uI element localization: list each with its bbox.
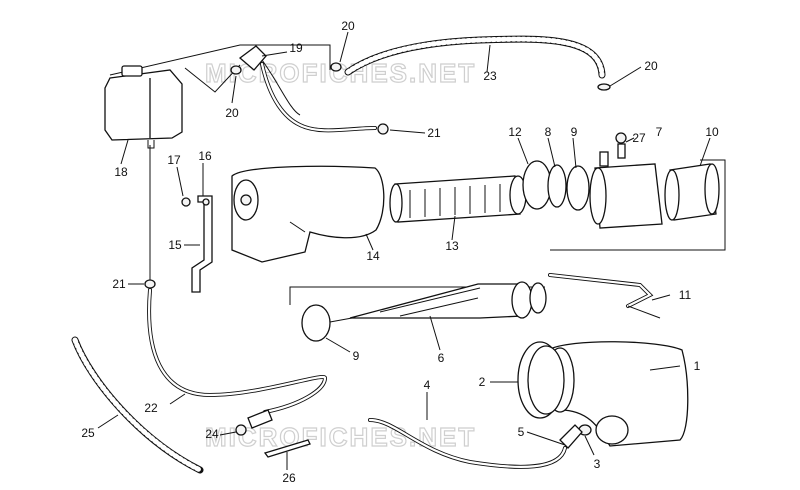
callout-9-upper: 9	[571, 125, 578, 139]
callout-22: 22	[144, 401, 158, 415]
callout-15: 15	[168, 238, 182, 252]
mounting-bracket	[191, 195, 213, 293]
overflow-hose	[71, 336, 204, 474]
screen-filter	[329, 281, 547, 323]
support-rod	[548, 273, 661, 319]
watermark-bottom: MICROFICHES.NET	[205, 422, 476, 452]
cable-strap	[263, 439, 311, 458]
callout-20-upper: 20	[341, 19, 355, 33]
callout-6: 6	[438, 351, 445, 365]
drain-tube	[368, 418, 567, 469]
callout-7: 7	[656, 125, 663, 139]
callout-2: 2	[479, 375, 486, 389]
air-filter-element	[389, 175, 527, 223]
mounting-washer	[202, 198, 210, 206]
callout-11: 11	[679, 288, 692, 302]
breather-hose	[344, 35, 606, 79]
filter-seal-ring	[522, 160, 552, 210]
filter-o-ring-lower	[301, 304, 331, 342]
hose-clamp-band	[517, 341, 565, 419]
callout-19: 19	[289, 41, 303, 55]
tube-connector	[235, 409, 273, 436]
callout-12: 12	[508, 125, 522, 139]
callout-4: 4	[424, 378, 431, 392]
callout-20-left: 20	[225, 106, 239, 120]
callout-21-lower: 21	[112, 277, 126, 291]
callout-24: 24	[205, 427, 219, 441]
assembly-outline-right	[550, 159, 726, 251]
callout-9-lower: 9	[353, 349, 360, 363]
callout-8: 8	[545, 125, 552, 139]
callout-5: 5	[518, 425, 525, 439]
hose-clamp-right	[597, 83, 611, 91]
callout-21-upper: 21	[427, 126, 441, 140]
callout-26: 26	[282, 471, 296, 485]
airbox-housing	[231, 165, 385, 263]
hose-clamp-upper	[330, 62, 342, 72]
mounting-nut	[181, 197, 191, 207]
filter-gasket	[547, 164, 567, 208]
callout-27: 27	[632, 131, 646, 145]
callout-18: 18	[114, 165, 128, 179]
callout-16: 16	[198, 149, 212, 163]
assembly-outline-top	[109, 44, 331, 76]
filter-o-ring-upper	[566, 165, 590, 211]
assembly-outline-lower	[289, 286, 545, 305]
reservoir-drain-tube	[147, 288, 328, 414]
callout-25: 25	[81, 426, 95, 440]
callout-20-right: 20	[644, 59, 658, 73]
hose-clip-upper	[377, 123, 389, 135]
hose-clamp-left	[230, 65, 242, 75]
drain-fitting	[559, 424, 583, 449]
callout-17: 17	[167, 153, 181, 167]
filter-housing	[589, 132, 663, 229]
leader-lines	[97, 31, 711, 470]
breather-connector	[238, 45, 377, 133]
callout-23: 23	[483, 69, 497, 83]
callout-1: 1	[694, 359, 701, 373]
callout-10: 10	[705, 125, 719, 139]
hose-clip-lower	[144, 279, 156, 289]
callout-13: 13	[445, 239, 459, 253]
filter-end-collar	[664, 163, 720, 221]
callout-3: 3	[594, 457, 601, 471]
reservoir-tank	[104, 65, 183, 149]
callout-14: 14	[366, 249, 380, 263]
assembly-outline-bracket	[184, 64, 241, 93]
